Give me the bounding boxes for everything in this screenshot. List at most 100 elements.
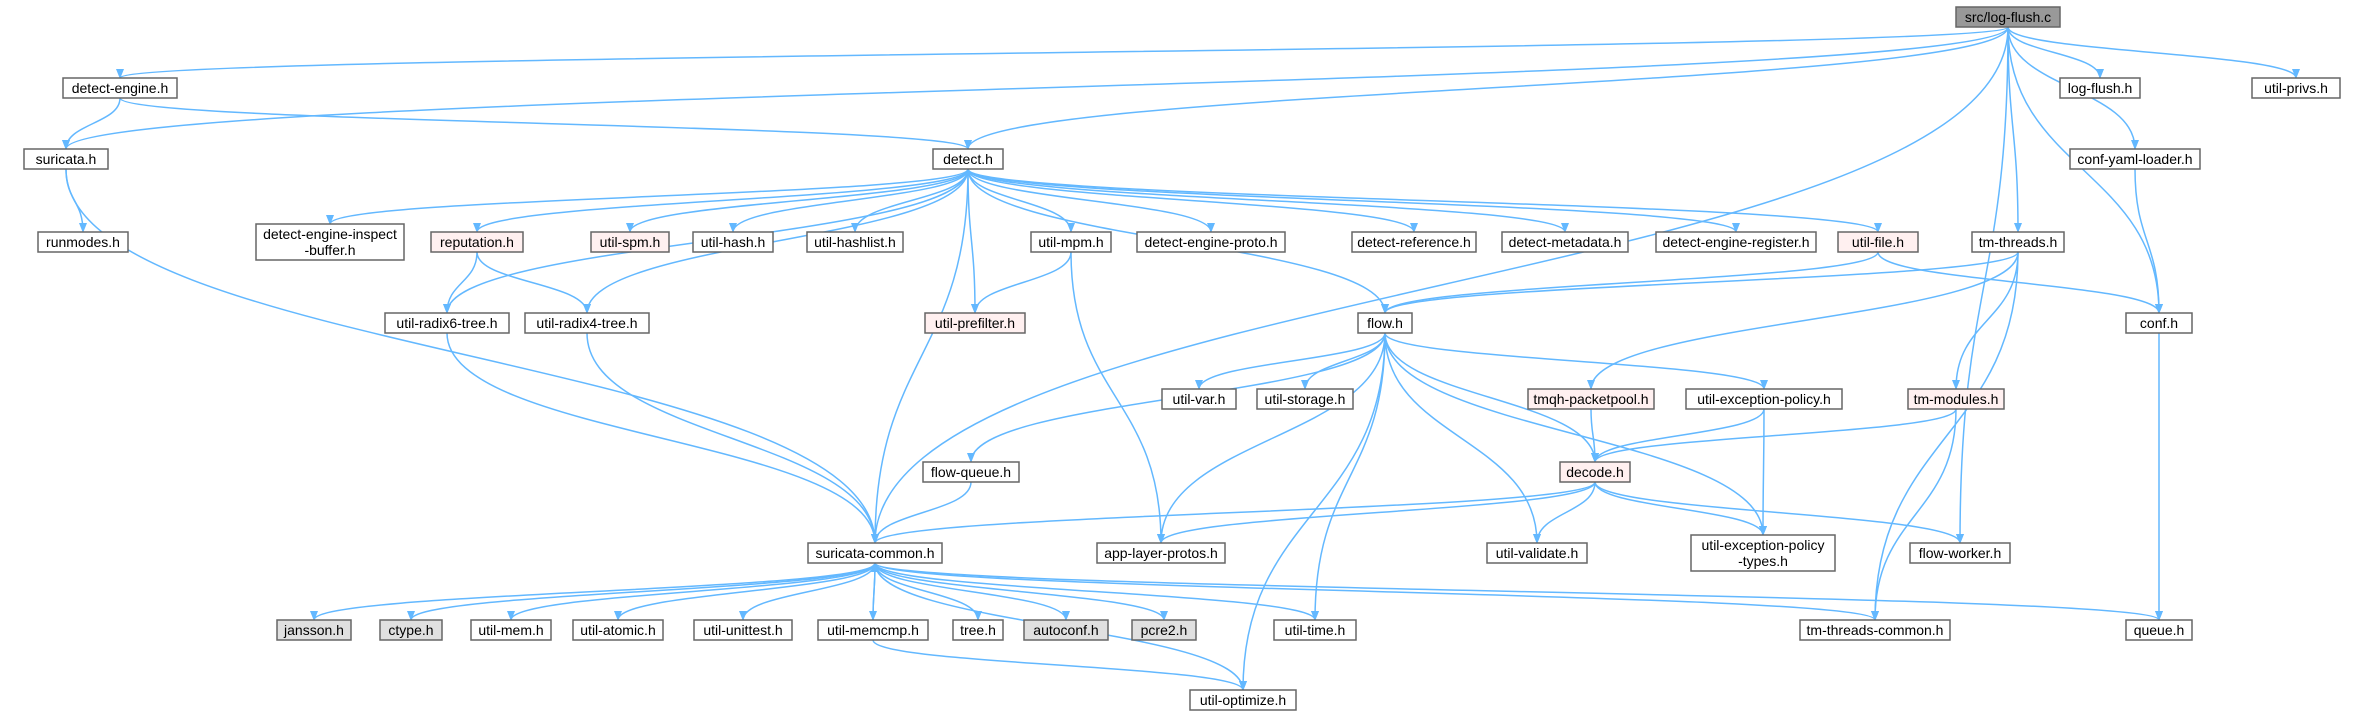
node-suricata-h[interactable]: suricata.h [23,148,109,170]
node-box [276,619,352,641]
node-decode-h[interactable]: decode.h [1559,461,1631,483]
node-box [1486,542,1588,564]
node-conf-h[interactable]: conf.h [2125,312,2193,334]
node-detect-engine-proto-h[interactable]: detect-engine-proto.h [1136,231,1286,253]
node-util-hashlist-h[interactable]: util-hashlist.h [806,231,904,253]
edge-flow-queue-h-to-suricata-common-h [871,481,972,544]
node-log-flush-h[interactable]: log-flush.h [2059,77,2141,99]
node-util-hash-h[interactable]: util-hash.h [692,231,774,253]
node-util-time-h[interactable]: util-time.h [1273,619,1357,641]
edge-util-radix6-tree-h-to-suricata-common-h [446,332,879,544]
node-box [1690,534,1836,572]
node-app-layer-protos-h[interactable]: app-layer-protos.h [1096,542,1226,564]
node-detect-engine-register-h[interactable]: detect-engine-register.h [1655,231,1817,253]
node-box [2251,77,2341,99]
node-util-spm-h[interactable]: util-spm.h [590,231,670,253]
edge-decode-h-to-util-exception-policy-types-h [1594,481,1767,536]
node-util-var-h[interactable]: util-var.h [1161,388,1237,410]
node-label: conf-yaml-loader.h [2077,151,2192,167]
edge-util-exception-policy-h-to-decode-h [1591,408,1765,463]
edge-log-flush-c-to-tm-threads-h [2007,26,2022,233]
edge-suricata-common-h-to-jansson-h [310,562,876,621]
node-flow-worker-h[interactable]: flow-worker.h [1909,542,2011,564]
edge-log-flush-c-to-util-privs-h [2007,26,2300,79]
node-label: util-storage.h [1265,391,1346,407]
edge-suricata-common-h-to-queue-h [874,562,2163,621]
edge-detect-engine-h-to-detect-h [119,97,972,150]
node-tm-modules-h[interactable]: tm-modules.h [1907,388,2005,410]
node-label: util-exception-policy.h [1697,391,1831,407]
node-util-optimize-h[interactable]: util-optimize.h [1189,689,1297,711]
node-box [1907,388,2005,410]
node-queue-h[interactable]: queue.h [2125,619,2193,641]
node-label: app-layer-protos.h [1104,545,1218,561]
edge-tm-threads-h-to-tm-modules-h [1952,251,2019,390]
node-util-mem-h[interactable]: util-mem.h [470,619,552,641]
edge-detect-h-to-suricata-common-h [871,168,969,544]
node-label: util-hash.h [701,234,766,250]
node-label: util-atomic.h [580,622,655,638]
node-detect-engine-h[interactable]: detect-engine.h [62,77,178,99]
edge-detect-h-to-util-hash-h [729,168,969,233]
node-util-privs-h[interactable]: util-privs.h [2251,77,2341,99]
node-detect-metadata-h[interactable]: detect-metadata.h [1501,231,1629,253]
node-label: tmqh-packetpool.h [1533,391,1648,407]
node-util-unittest-h[interactable]: util-unittest.h [693,619,793,641]
node-label: ctype.h [388,622,433,638]
node-label: detect-engine-register.h [1662,234,1809,250]
node-log-flush-c[interactable]: src/log-flush.c [1955,6,2061,28]
node-label: conf.h [2140,315,2178,331]
node-util-radix6-tree-h[interactable]: util-radix6-tree.h [384,312,510,334]
node-suricata-common-h[interactable]: suricata-common.h [807,542,943,564]
edge-suricata-common-h-to-tm-threads-common-h [874,562,1879,621]
edge-flow-h-to-util-var-h [1195,332,1386,390]
node-box [922,461,1020,483]
node-label: autoconf.h [1033,622,1098,638]
node-util-storage-h[interactable]: util-storage.h [1256,388,1354,410]
node-label: util-exception-policy-types.h [1702,537,1825,569]
edge-detect-h-to-util-file-h [967,168,1882,233]
node-label: detect-engine-proto.h [1144,234,1277,250]
node-box [1955,6,2061,28]
node-util-exception-policy-h[interactable]: util-exception-policy.h [1685,388,1843,410]
edge-flow-h-to-util-exception-policy-h [1384,332,1768,390]
edge-conf-yaml-loader-h-to-conf-h [2134,168,2163,314]
node-label: detect-engine-inspect-buffer.h [263,226,397,258]
edge-tm-threads-h-to-tm-threads-common-h [1871,251,2019,621]
node-runmodes-h[interactable]: runmodes.h [37,231,129,253]
node-box [1501,231,1629,253]
node-autoconf-h[interactable]: autoconf.h [1023,619,1109,641]
edge-log-flush-c-to-log-flush-h [2007,26,2104,79]
edge-detect-h-to-reputation-h [473,168,969,233]
node-tmqh-packetpool-h[interactable]: tmqh-packetpool.h [1527,388,1655,410]
node-util-file-h[interactable]: util-file.h [1837,231,1919,253]
node-ctype-h[interactable]: ctype.h [379,619,443,641]
node-box [590,231,670,253]
node-util-memcmp-h[interactable]: util-memcmp.h [817,619,929,641]
edge-util-memcmp-h-to-util-optimize-h [872,639,1247,691]
node-flow-queue-h[interactable]: flow-queue.h [922,461,1020,483]
node-label: util-mpm.h [1038,234,1103,250]
node-box [384,312,510,334]
node-pcre2-h[interactable]: pcre2.h [1131,619,1197,641]
node-util-mpm-h[interactable]: util-mpm.h [1030,231,1112,253]
node-detect-h[interactable]: detect.h [932,148,1004,170]
node-jansson-h[interactable]: jansson.h [276,619,352,641]
node-tree-h[interactable]: tree.h [952,619,1004,641]
node-detect-reference-h[interactable]: detect-reference.h [1351,231,1477,253]
node-tm-threads-common-h[interactable]: tm-threads-common.h [1799,619,1951,641]
node-util-validate-h[interactable]: util-validate.h [1486,542,1588,564]
node-conf-yaml-loader-h[interactable]: conf-yaml-loader.h [2069,148,2201,170]
node-flow-h[interactable]: flow.h [1357,312,1413,334]
edge-flow-h-to-util-validate-h [1384,332,1541,544]
node-util-radix4-tree-h[interactable]: util-radix4-tree.h [524,312,650,334]
edge-detect-h-to-util-prefilter-h [967,168,979,314]
node-util-prefilter-h[interactable]: util-prefilter.h [924,312,1026,334]
node-util-exception-policy-types-h[interactable]: util-exception-policy-types.h [1690,534,1836,572]
node-detect-engine-inspect-buffer-h[interactable]: detect-engine-inspect-buffer.h [255,223,405,261]
node-util-atomic-h[interactable]: util-atomic.h [572,619,664,641]
node-label: util-validate.h [1496,545,1579,561]
node-tm-threads-h[interactable]: tm-threads.h [1971,231,2065,253]
node-reputation-h[interactable]: reputation.h [430,231,524,253]
edge-flow-h-to-util-time-h [1311,332,1386,621]
